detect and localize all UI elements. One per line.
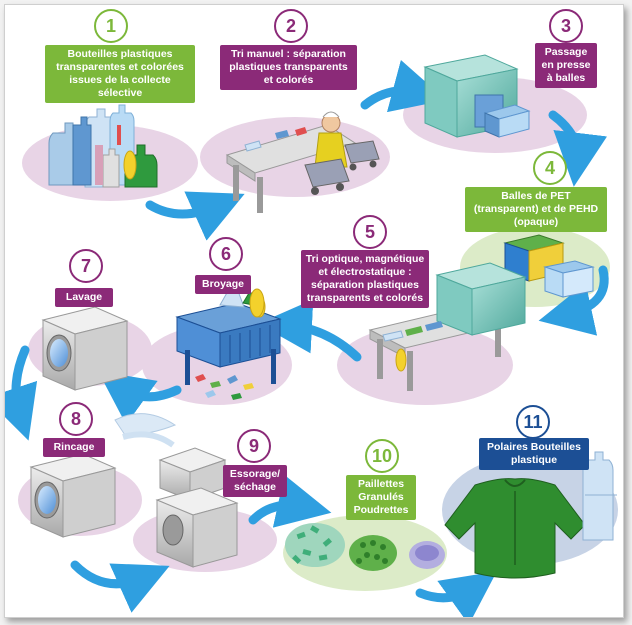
shredded-flakes [195, 374, 254, 400]
step-7-number: 7 [69, 249, 103, 283]
arrow-8-9 [70, 560, 170, 613]
step-8-number: 8 [59, 402, 93, 436]
step-4-label: Balles de PET (transparent) et de PEHD (… [465, 187, 607, 232]
step-2-label: Tri manuel : séparation plastiques trans… [220, 45, 357, 90]
arrow-1-2 [145, 191, 245, 241]
step-5-label: Tri optique, magnétique et électrostatiq… [301, 250, 429, 308]
step-10-number: 10 [365, 439, 399, 473]
step-1-number: 1 [94, 9, 128, 43]
fleece-illustration [444, 451, 617, 579]
optical-sort-illustration [368, 262, 527, 391]
arrow-2-3 [360, 59, 447, 113]
step-9-label: Essorage/ séchage [223, 465, 287, 497]
step-1-label: Bouteilles plastiques transparentes et c… [45, 45, 195, 103]
arrow-3-4 [548, 110, 608, 187]
arrow-6-7 [98, 371, 182, 425]
step-6-number: 6 [209, 237, 243, 271]
step-6-label: Broyage [195, 275, 251, 294]
step-9-number: 9 [237, 429, 271, 463]
manual-sort-illustration [225, 111, 380, 213]
bottles-illustration [48, 104, 158, 188]
yellow-bottle-6 [249, 288, 265, 318]
step-10-label: Paillettes Granulés Poudrettes [346, 475, 416, 520]
rinsing-machine-illustration [29, 453, 117, 538]
illustration-layer [5, 54, 618, 617]
baling-press-illustration [423, 54, 531, 138]
step-7-label: Lavage [55, 288, 113, 307]
step-5-number: 5 [353, 215, 387, 249]
arrow-5-6 [258, 299, 362, 362]
dryer-illustration [114, 413, 239, 568]
step-2-number: 2 [274, 9, 308, 43]
arrow-9-10 [248, 474, 332, 528]
granules-illustration [285, 523, 445, 571]
washing-machine-illustration [41, 306, 129, 391]
arrow-10-11 [415, 571, 497, 617]
step-11-number: 11 [516, 405, 550, 439]
step-4-number: 4 [533, 151, 567, 185]
flow-arrows [5, 59, 609, 617]
step-8-label: Rincage [43, 438, 105, 457]
step-3-number: 3 [549, 9, 583, 43]
arrow-4-5 [538, 265, 609, 336]
arrow-7-8 [5, 345, 38, 441]
step-11-label: Polaires Bouteilles plastique [479, 438, 589, 470]
recycling-process-diagram: 1 Bouteilles plastiques transparentes et… [4, 4, 624, 618]
step-3-label: Passage en presse à balles [535, 43, 597, 88]
